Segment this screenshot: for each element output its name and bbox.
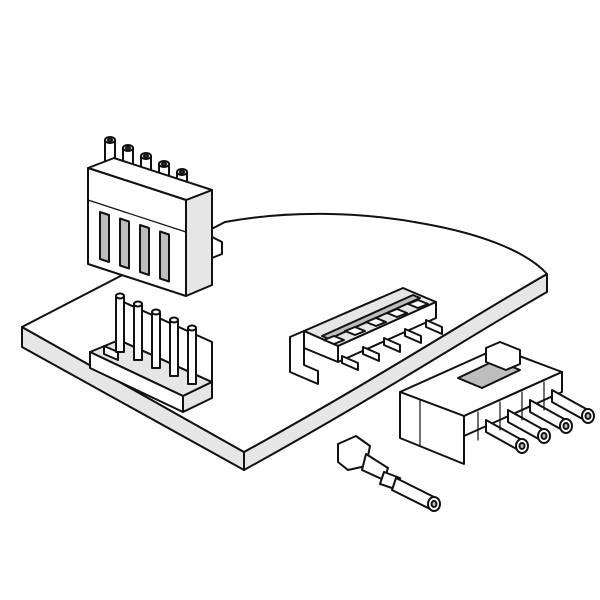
- header-pin: [133, 300, 143, 361]
- plug-slot: [99, 211, 110, 263]
- plug-slot: [139, 224, 150, 276]
- crimp-terminal: [337, 435, 441, 512]
- vertical-plug-housing: [87, 136, 223, 297]
- right-angle-pcb-header: [289, 287, 443, 385]
- plug-slot: [119, 217, 130, 270]
- ra-header-pin: [386, 308, 422, 344]
- vertical-pcb-header: [89, 292, 213, 413]
- header-pin: [151, 308, 161, 369]
- ra-header-pin: [344, 326, 380, 362]
- ra-header-pin: [407, 299, 443, 335]
- header-pin: [115, 292, 125, 353]
- header-pin: [169, 316, 179, 377]
- header-pin: [187, 324, 197, 385]
- plug-slot: [159, 230, 170, 283]
- receptacle-wire: [499, 401, 551, 444]
- receptacle-wire: [543, 381, 595, 424]
- receptacle-wire: [521, 391, 573, 434]
- wire-to-board-receptacle: [399, 341, 595, 465]
- receptacle-wire: [477, 411, 529, 454]
- ra-header-pin: [365, 317, 401, 353]
- ra-header-pin: [323, 335, 359, 371]
